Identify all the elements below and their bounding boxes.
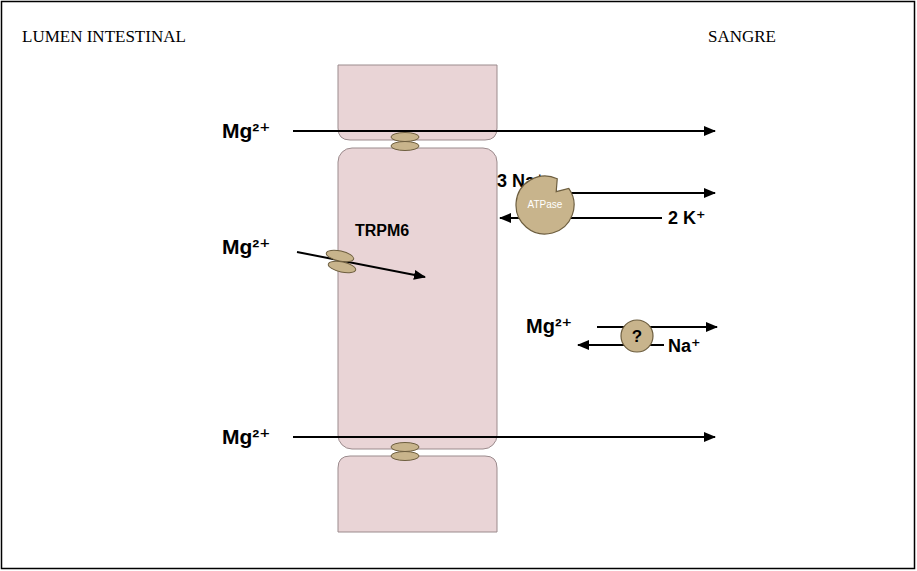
ion-label: Na⁺ <box>668 337 701 355</box>
paracellular-arrow <box>293 130 715 132</box>
trpm6-channel <box>327 259 356 275</box>
ion-label: Mg²⁺ <box>222 120 270 141</box>
cell-bottom <box>338 456 497 532</box>
region-label: LUMEN INTESTINAL <box>22 28 186 45</box>
exchanger: ? <box>620 319 654 353</box>
cell-top <box>338 65 497 140</box>
ion-label: 2 K⁺ <box>668 209 706 227</box>
tight-junction <box>391 443 419 452</box>
ion-label: Mg²⁺ <box>526 316 572 336</box>
tight-junction <box>391 142 419 151</box>
ion-label: Mg²⁺ <box>222 236 270 257</box>
enterocyte <box>338 148 497 449</box>
influx-arrow <box>297 252 425 277</box>
region-label: SANGRE <box>708 28 776 45</box>
ion-label: Mg²⁺ <box>222 426 270 447</box>
atpase-pump: ATPase <box>515 175 575 235</box>
transport-arrow <box>597 326 717 328</box>
node-text: ? <box>632 328 642 345</box>
paracellular-arrow <box>293 436 715 438</box>
tight-junction <box>391 452 419 461</box>
node-text: ATPase <box>528 200 563 210</box>
channel-label: TRPM6 <box>355 223 409 239</box>
tight-junction <box>391 133 419 142</box>
transport-arrow <box>560 192 715 194</box>
